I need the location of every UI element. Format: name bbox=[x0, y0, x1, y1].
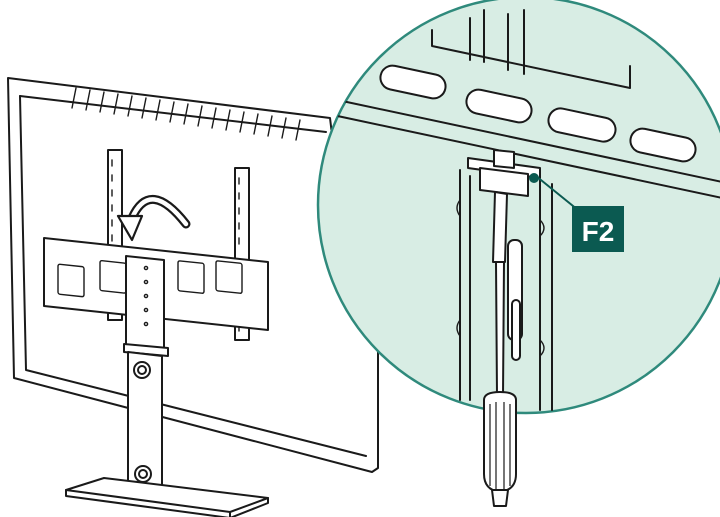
screwdriver-icon bbox=[483, 191, 517, 507]
callout-anchor bbox=[529, 173, 539, 183]
tv-vents bbox=[71, 87, 301, 141]
curved-arrow-counterclockwise-icon bbox=[116, 195, 191, 242]
stand-base bbox=[65, 477, 269, 517]
callout-label: F2 bbox=[572, 206, 624, 252]
callout-label-box bbox=[572, 206, 624, 252]
callout-leader bbox=[535, 175, 579, 211]
panel-slots bbox=[379, 29, 697, 163]
zoom-circle bbox=[316, 0, 720, 415]
callout-label-text: F2 bbox=[582, 216, 615, 247]
zoom-detail bbox=[318, 9, 720, 411]
stand-column bbox=[123, 255, 169, 491]
bracket-rails bbox=[456, 9, 553, 411]
